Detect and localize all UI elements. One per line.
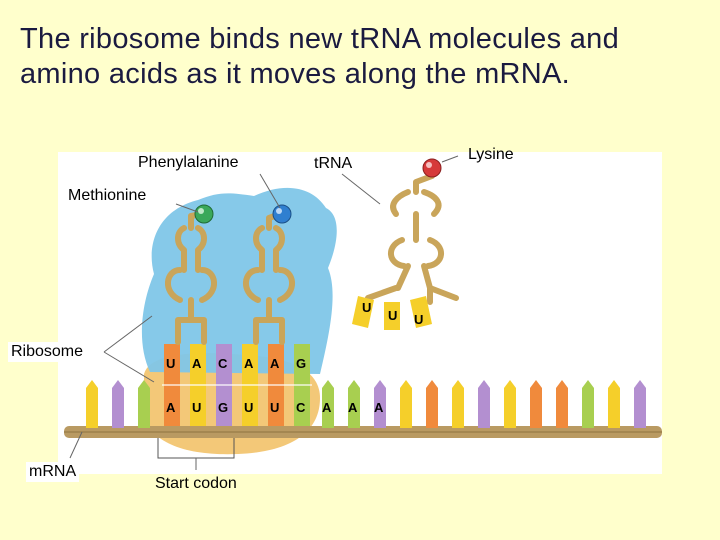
- anticodon-base-3: C: [218, 356, 228, 371]
- mrna-base-6: C: [296, 400, 306, 415]
- mrna-label: mRNA: [26, 462, 80, 482]
- lysine-amino-acid: [422, 158, 442, 178]
- lysine-trna: [365, 173, 459, 305]
- anticodon-base-2: A: [192, 356, 202, 371]
- mrna-bases-left: [86, 380, 150, 428]
- lysine-anticodon-3: U: [414, 312, 424, 327]
- anticodon-base-1: U: [166, 356, 176, 371]
- lysine-label: Lysine: [468, 146, 514, 163]
- mrna-bases-right: [322, 380, 646, 428]
- lysine-anticodon-bases: [352, 296, 432, 330]
- ribosome-large-subunit: [141, 187, 337, 374]
- phenylalanine-amino-acid: [272, 204, 292, 224]
- ribosome-diagram: U A C A A G A U G U U C A A A U U U: [58, 152, 662, 474]
- methionine-label: Methionine: [68, 187, 147, 204]
- mrna-base-3: G: [218, 400, 229, 415]
- lysine-anticodon-1: U: [362, 300, 372, 315]
- trna-label: tRNA: [314, 155, 353, 172]
- methionine-amino-acid: [194, 204, 214, 224]
- slide-title: The ribosome binds new tRNA molecules an…: [20, 23, 620, 90]
- mrna-base-8: A: [348, 400, 358, 415]
- mrna-base-4: U: [244, 400, 254, 415]
- mrna-base-2: U: [192, 400, 202, 415]
- phenylalanine-trna: [243, 211, 295, 345]
- start-codon-label: Start codon: [155, 475, 237, 492]
- phenylalanine-label: Phenylalanine: [138, 154, 239, 171]
- leader-lines: [69, 155, 459, 470]
- mrna-base-7: A: [322, 400, 332, 415]
- anticodon-base-4: A: [244, 356, 254, 371]
- anticodon-base-5: A: [270, 356, 280, 371]
- diagram-art: [64, 155, 662, 470]
- mrna-base-9: A: [374, 400, 384, 415]
- lysine-anticodon-2: U: [388, 308, 398, 323]
- ribosome-label: Ribosome: [8, 342, 87, 362]
- mrna-base-5: U: [270, 400, 280, 415]
- codon-base-pairs: [162, 344, 312, 426]
- mrna-base-1: A: [166, 400, 176, 415]
- anticodon-base-6: G: [296, 356, 307, 371]
